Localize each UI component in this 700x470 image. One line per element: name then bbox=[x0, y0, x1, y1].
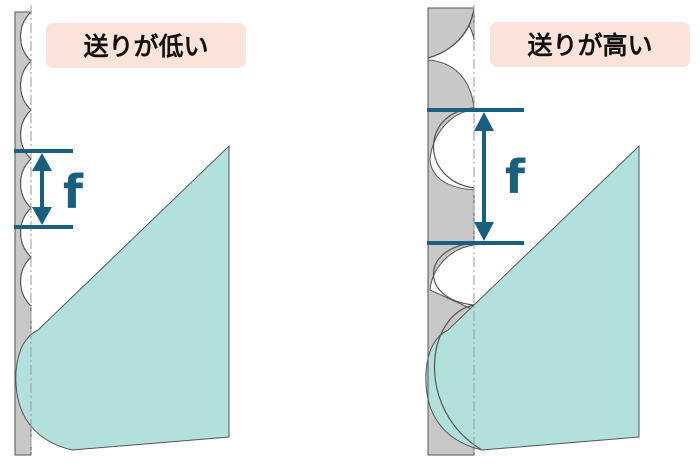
arrowhead-up-high bbox=[474, 112, 494, 131]
panel-high-feed: 送りが高い f bbox=[425, 5, 690, 456]
arrowhead-up-low bbox=[32, 153, 52, 171]
label-high-feed: 送りが高い bbox=[527, 31, 652, 60]
feed-label-high: f bbox=[505, 150, 526, 204]
feed-label-low: f bbox=[63, 165, 84, 219]
feed-dimension-low bbox=[14, 149, 73, 229]
tool-insert-high bbox=[425, 144, 640, 451]
label-badge-low bbox=[46, 23, 246, 68]
scallop-arcs-high bbox=[427, 7, 483, 451]
tool-insert-low bbox=[15, 144, 230, 451]
arrowhead-down-high bbox=[474, 222, 494, 241]
label-badge-high bbox=[490, 22, 690, 67]
arrowhead-down-low bbox=[32, 207, 52, 225]
panel-low-feed: 送りが低い f bbox=[14, 5, 246, 456]
feed-dimension-high bbox=[427, 108, 524, 245]
label-low-feed: 送りが低い bbox=[83, 32, 208, 61]
